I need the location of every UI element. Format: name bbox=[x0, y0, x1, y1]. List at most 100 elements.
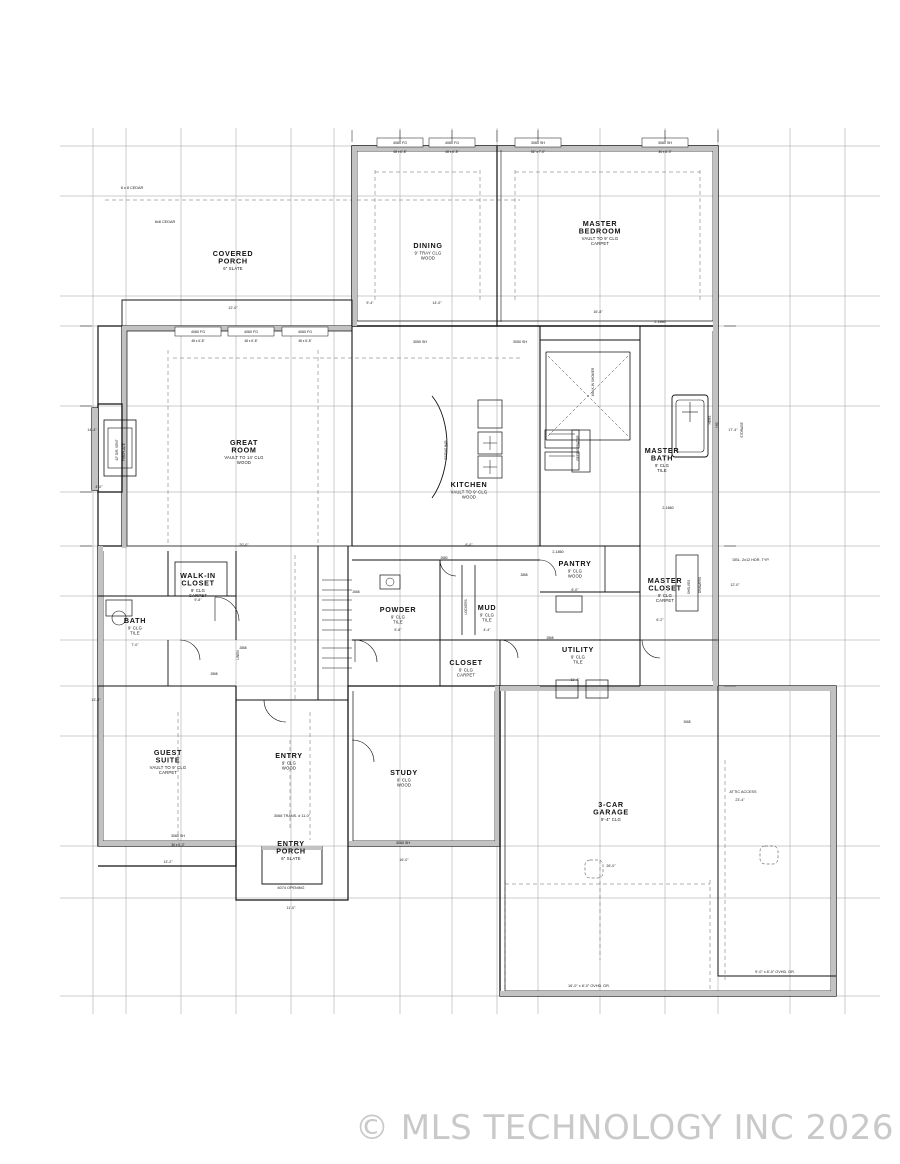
room-sub-utility-1: 9' CLG bbox=[571, 655, 585, 660]
vertical-label-hers-closet: HERS bbox=[708, 416, 712, 425]
window-tag-w12: 2-1860 bbox=[654, 320, 665, 324]
door-tag-d7: 2680 bbox=[440, 556, 447, 560]
dimension-dl2: 14'-4" bbox=[87, 428, 97, 432]
room-sub-great-room-1: VAULT TO 14' CLG bbox=[224, 455, 263, 460]
vertical-label-his-closet: HIS bbox=[715, 422, 719, 427]
annotation-cedar-col-bot: 8x8 CEDAR bbox=[155, 220, 176, 224]
room-sub-garage-1: 9'-4" CLG bbox=[601, 817, 621, 822]
vertical-label-refrigerator: REFRIGERATOR bbox=[576, 435, 580, 461]
room-sub-bath-2: TILE bbox=[130, 631, 140, 636]
annotation-cedar-col-top: 8 x 8 CEDAR bbox=[121, 186, 144, 190]
vertical-label-lockers: LOCKERS bbox=[464, 599, 468, 614]
room-label-garage: 3-CAR bbox=[598, 800, 624, 809]
room-sub-guest-suite-1: VAULT TO 9' CLG bbox=[150, 765, 187, 770]
room-label-utility: UTILITY bbox=[562, 645, 594, 654]
window-tag-w4: 3060 SH bbox=[658, 141, 672, 145]
room-sub-mud-2: TILE bbox=[482, 618, 492, 623]
window-tag-w11: 3060 SH bbox=[396, 841, 410, 845]
vertical-label-drawers: DRAWERS bbox=[698, 577, 702, 593]
room-sub-kitchen-2: WOOD bbox=[462, 495, 476, 500]
dimension-dm4: 6'-2" bbox=[656, 618, 664, 622]
window-sub-w4: 36 x 6'-0" bbox=[658, 150, 671, 154]
garage-details bbox=[584, 845, 779, 879]
room-label-bath: BATH bbox=[124, 616, 146, 625]
window-tag-w14: 2-1860 bbox=[552, 550, 563, 554]
annotation-ovhd-door-9: 9'-0" x 8'-0" OVHD. DR. bbox=[755, 970, 795, 974]
room-label-entry-porch: ENTRY bbox=[277, 839, 305, 848]
dimension-ticks bbox=[80, 130, 736, 687]
room-sub-master-bedroom-1: VAULT TO 9' CLG bbox=[582, 236, 619, 241]
dimension-dt2: 9'-4" bbox=[366, 301, 374, 305]
room-sub-entry-1: 9' CLG bbox=[282, 761, 296, 766]
door-tag-d3: 2668 bbox=[352, 590, 359, 594]
room-sub-utility-2: TILE bbox=[573, 660, 583, 665]
door-swings bbox=[179, 559, 661, 763]
window-sub-w3: 36" x 7'-0" bbox=[531, 150, 545, 154]
window-tag-w8: 3050 SH bbox=[413, 340, 427, 344]
vertical-label-fireplace2: FIREPLACE bbox=[122, 443, 126, 461]
vertical-label-walk-in-shower: WALK-IN SHOWER bbox=[591, 367, 595, 396]
window-sub-w1: 48 x 6'-8" bbox=[393, 150, 406, 154]
room-label-mud: MUD bbox=[478, 603, 496, 612]
door-tag-d2: 2868 bbox=[210, 672, 217, 676]
annotation-group: 8 x 8 CEDAR 8x8 CEDAR 16'-0" x 8'-0" OVHD.… bbox=[121, 186, 795, 988]
room-sub-covered-porch-1: 6" SLATE bbox=[223, 266, 243, 271]
window-sub-w5: 48 x 6'-8" bbox=[191, 339, 204, 343]
dimension-dl3: 13'-0" bbox=[91, 698, 101, 702]
room-sub-mud-1: 9' CLG bbox=[480, 613, 494, 618]
annotation-trans-note: 3068 TRANS. # 11-0" bbox=[274, 814, 311, 818]
door-tag-d4: 2868 bbox=[520, 573, 527, 577]
room-label-entry-porch-2: PORCH bbox=[276, 846, 305, 855]
room-label-master-bedroom: MASTER bbox=[583, 219, 618, 228]
window-tag-w13: 2-1860 bbox=[662, 506, 673, 510]
room-sub-master-bath-2: TILE bbox=[657, 468, 667, 473]
window-tag-w9: 3050 SH bbox=[513, 340, 527, 344]
room-label-garage-2: GARAGE bbox=[593, 807, 629, 816]
room-label-master-bath-2: BATH bbox=[651, 453, 673, 462]
room-label-kitchen: KITCHEN bbox=[451, 480, 488, 489]
annotation-beam-note: DBL. 2x12 HDR. TYP. bbox=[732, 558, 769, 562]
dimension-db1: 13'-2" bbox=[163, 860, 173, 864]
door-tag-d6: 2668 bbox=[683, 720, 690, 724]
room-sub-dining-1: 9' TRAY CLG bbox=[415, 251, 442, 256]
vertical-label-eating-bar: EATING BAR bbox=[444, 440, 448, 460]
dimension-dm7: 7'-0" bbox=[131, 643, 139, 647]
window-sub-w2: 48 x 6'-8" bbox=[445, 150, 458, 154]
dimension-dl1: 4'-0" bbox=[95, 485, 103, 489]
dimension-dr2: 12'-0" bbox=[730, 583, 740, 587]
dimension-db2: 11'-0" bbox=[287, 906, 297, 910]
room-sub-closet-1: 9' CLG bbox=[459, 668, 473, 673]
door-tag-d1: 2868 bbox=[239, 646, 246, 650]
room-sub-entry-porch-1: 6" SLATE bbox=[281, 856, 301, 861]
room-label-pantry: PANTRY bbox=[559, 559, 592, 568]
room-sub-great-room-2: WOOD bbox=[237, 460, 251, 465]
dimension-dt3: 14'-0" bbox=[432, 301, 442, 305]
window-tag-w1: 4060 FG bbox=[393, 141, 407, 145]
dimension-dm3: 6'-0" bbox=[571, 588, 579, 592]
reference-lines bbox=[105, 170, 726, 990]
room-sub-pantry-1: 9' CLG bbox=[568, 569, 582, 574]
room-label-guest-suite-2: SUITE bbox=[156, 755, 181, 764]
room-label-entry: ENTRY bbox=[275, 751, 303, 760]
kitchen-fixtures bbox=[431, 395, 503, 499]
room-sub-powder-1: 9' CLG bbox=[391, 615, 405, 620]
room-sub-closet-2: CARPET bbox=[457, 673, 475, 678]
dimension-dt1: 12'-0" bbox=[228, 306, 238, 310]
door-tag-d5: 2868 bbox=[546, 636, 553, 640]
room-sub-bath-1: 9' CLG bbox=[128, 626, 142, 631]
room-label-study: STUDY bbox=[390, 768, 418, 777]
window-tag-w5: 4060 FG bbox=[191, 330, 205, 334]
annotation-ovhd-door-16: 16'-0" x 8'-0" OVHD. DR. bbox=[568, 984, 610, 988]
window-tag-w7: 4060 FG bbox=[298, 330, 312, 334]
dimension-dr3: 23'-4" bbox=[735, 798, 745, 802]
dimension-dm9: 8'-0" bbox=[465, 543, 473, 547]
room-label-walk-in-closet: WALK-IN bbox=[180, 571, 216, 580]
room-sub-pantry-2: WOOD bbox=[568, 574, 582, 579]
door-tag-group: 2868 2868 2668 2868 2868 2668 2680 bbox=[210, 556, 690, 724]
room-sub-powder-2: TILE bbox=[393, 620, 403, 625]
room-sub-guest-suite-2: CARPET bbox=[159, 770, 177, 775]
dimension-dt4: 16'-8" bbox=[593, 310, 603, 314]
dimension-dr1: 17'-4" bbox=[728, 428, 738, 432]
